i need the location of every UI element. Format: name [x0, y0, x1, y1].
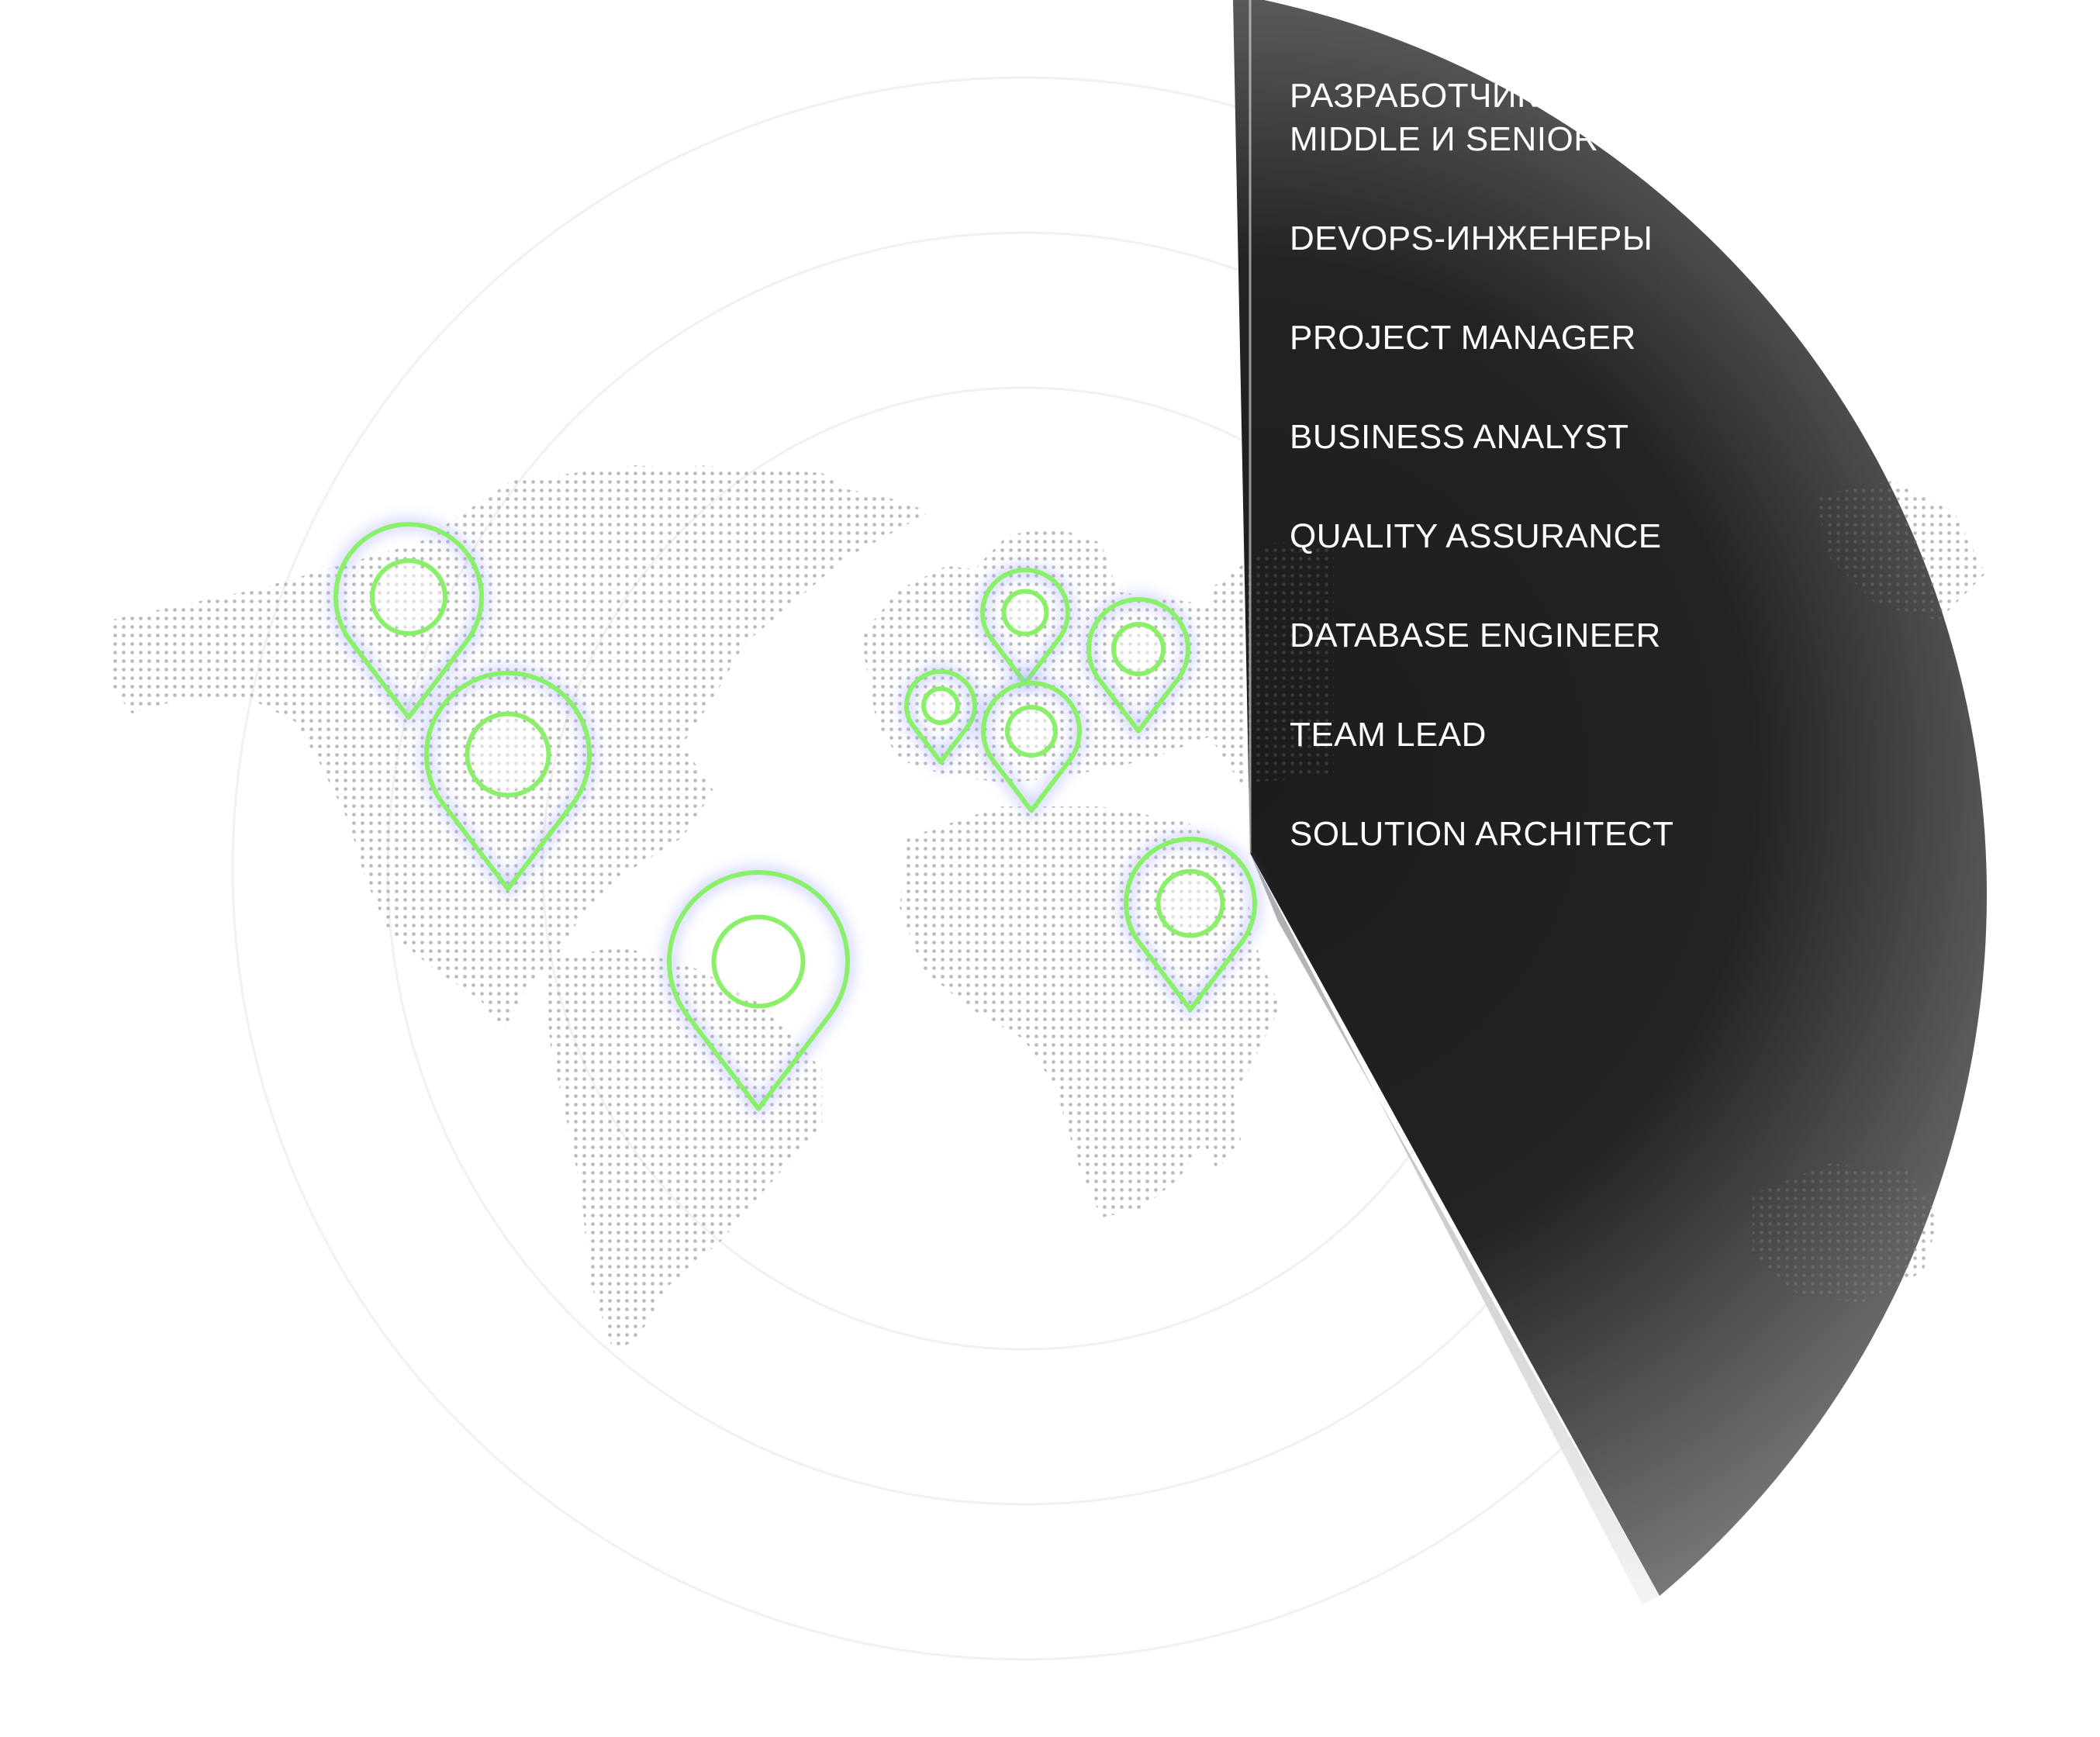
role-solution-architect: SOLUTION ARCHITECT: [1290, 815, 1674, 853]
role-quality-assurance: QUALITY ASSURANCE: [1290, 517, 1662, 555]
location-pin-icon: [1083, 593, 1194, 741]
role-database-engineer: DATABASE ENGINEER: [1290, 616, 1661, 654]
role-business-analyst: BUSINESS ANALYST: [1290, 418, 1629, 456]
location-pin-icon: [1120, 833, 1261, 1020]
location-pin-icon: [420, 667, 596, 900]
role-project-manager: PROJECT MANAGER: [1290, 319, 1636, 357]
role-developers: РАЗРАБОТЧИКИ MIDDLE И SENIOR: [1290, 77, 1599, 158]
location-pin-icon: [977, 676, 1086, 821]
location-pin-icon: [976, 564, 1074, 693]
panel-edge: [1250, 853, 1660, 1605]
location-pin-icon: [900, 665, 981, 772]
location-pins: [330, 518, 1261, 1119]
location-pin-icon: [663, 865, 854, 1119]
role-team-lead: TEAM LEAD: [1290, 716, 1487, 754]
role-devops: DEVOPS-ИНЖЕНЕРЫ: [1290, 219, 1653, 257]
role-list: РАЗРАБОТЧИКИ MIDDLE И SENIOR DEVOPS-ИНЖЕ…: [1290, 74, 1879, 912]
location-pin-icon: [330, 518, 488, 728]
